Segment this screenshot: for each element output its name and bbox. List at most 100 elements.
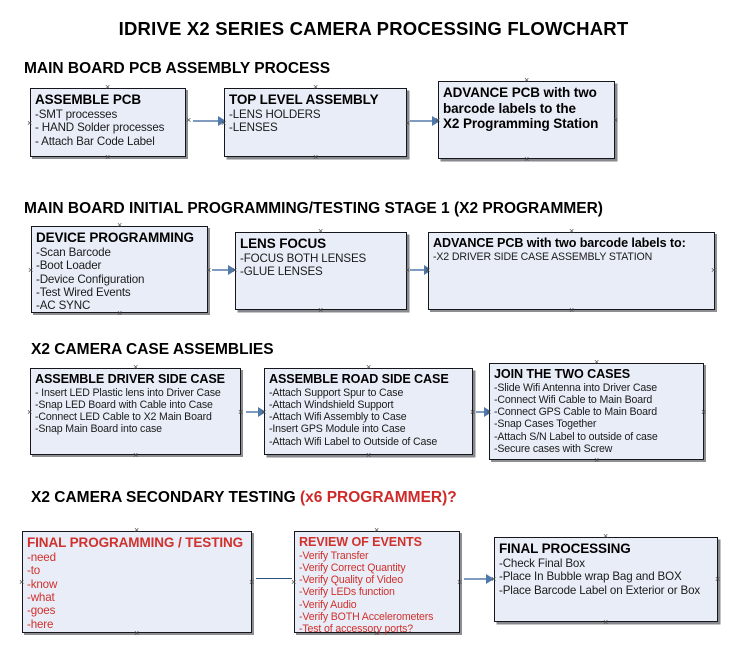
process-box-line: -FOCUS BOTH LENSES [240, 251, 367, 265]
process-box-content: LENS FOCUS -FOCUS BOTH LENSES -GLUE LENS… [236, 233, 406, 279]
selection-handle-x-icon[interactable] [238, 408, 243, 417]
process-box-line: -Attach Wifi Assembly to Case [269, 411, 407, 424]
process-box-title: TOP LEVEL ASSEMBLY [229, 92, 379, 107]
process-box-line: -X2 DRIVER SIDE CASE ASSEMBLY STATION [433, 250, 653, 263]
selection-handle-x-icon[interactable] [374, 526, 379, 535]
process-box-advance-pcb-to-x2-programming-station[interactable]: ADVANCE PCB with two barcode labels to t… [438, 81, 615, 159]
process-box-device-programming[interactable]: DEVICE PROGRAMMING -Scan Barcode -Boot L… [31, 226, 208, 313]
process-box-assemble-road-side-case[interactable]: ASSEMBLE ROAD SIDE CASE -Attach Support … [264, 368, 473, 455]
selection-handle-x-icon[interactable] [232, 266, 237, 275]
selection-handle-x-icon[interactable] [117, 221, 122, 230]
process-box-line: -Snap LED Board with Cable into Case [35, 398, 213, 411]
process-box-line: -Connect LED Cable to X2 Main Board [35, 411, 212, 424]
process-box-line: -Insert GPS Module into Case [269, 423, 406, 436]
connector-road-side-to-join-cases [476, 411, 489, 413]
process-box-join-the-two-cases[interactable]: JOIN THE TWO CASES -Slide Wifi Antenna i… [489, 363, 704, 460]
connector-assemble-pcb-to-top-level-assembly [193, 120, 221, 122]
selection-handle-x-icon[interactable] [291, 578, 296, 587]
process-box-line: -Check Final Box [499, 556, 585, 570]
selection-handle-x-icon[interactable] [491, 575, 496, 584]
selection-handle-x-icon[interactable] [221, 119, 226, 128]
process-box-title-line2: barcode labels to the [443, 100, 576, 116]
selection-handle-x-icon[interactable] [27, 119, 32, 128]
process-box-line-overflow: -Test of accessory ports? [299, 623, 414, 636]
selection-handle-x-icon[interactable] [701, 408, 706, 417]
section-heading-text: MAIN BOARD INITIAL PROGRAMMING/TESTING S… [24, 200, 603, 217]
process-box-line: -Secure cases with Screw [494, 443, 613, 455]
process-box-line: -Verify Transfer [299, 549, 369, 562]
selection-handle-x-icon[interactable] [206, 266, 211, 275]
selection-handle-x-icon[interactable] [133, 363, 138, 372]
process-box-title: LENS FOCUS [240, 236, 327, 251]
process-box-line: -Verify BOTH Accelerometers [299, 611, 434, 623]
process-box-top-level-assembly[interactable]: TOP LEVEL ASSEMBLY -LENS HOLDERS -LENSES [224, 88, 407, 157]
process-box-advance-pcb-to-driver-side-case-assembly[interactable]: ADVANCE PCB with two barcode labels to: … [428, 232, 715, 310]
selection-handle-x-icon[interactable] [261, 408, 266, 417]
process-box-assemble-driver-side-case[interactable]: ASSEMBLE DRIVER SIDE CASE - Insert LED P… [30, 368, 241, 455]
process-box-final-programming-testing[interactable]: FINAL PROGRAMMING / TESTING -need -to -k… [22, 531, 252, 633]
selection-handle-x-icon[interactable] [425, 266, 430, 275]
selection-handle-x-icon[interactable] [134, 629, 139, 638]
selection-handle-x-icon[interactable] [569, 227, 574, 236]
process-box-title: FINAL PROGRAMMING / TESTING [27, 535, 244, 550]
selection-handle-x-icon[interactable] [105, 83, 110, 92]
process-box-content: TOP LEVEL ASSEMBLY -LENS HOLDERS -LENSES [225, 89, 406, 135]
selection-handle-x-icon[interactable] [594, 358, 599, 367]
selection-handle-x-icon[interactable] [594, 456, 599, 465]
selection-handle-x-icon[interactable] [457, 578, 462, 587]
selection-handle-x-icon[interactable] [133, 451, 138, 460]
selection-handle-x-icon[interactable] [313, 153, 318, 162]
selection-handle-x-icon[interactable] [435, 116, 440, 125]
process-box-assemble-pcb[interactable]: ASSEMBLE PCB -SMT processes - HAND Solde… [30, 88, 186, 157]
selection-handle-x-icon[interactable] [613, 116, 618, 125]
process-box-line: -LENS HOLDERS [229, 107, 321, 121]
process-box-content: ASSEMBLE DRIVER SIDE CASE - Insert LED P… [31, 369, 240, 436]
selection-handle-x-icon[interactable] [486, 408, 491, 417]
process-box-line: -Connect Wifi Cable to Main Board [494, 393, 653, 406]
connector-device-programming-to-lens-focus [212, 269, 231, 271]
selection-handle-x-icon[interactable] [603, 532, 608, 541]
selection-handle-x-icon[interactable] [603, 618, 608, 627]
selection-handle-x-icon[interactable] [318, 306, 323, 315]
section-heading-main-board-pcb-assembly-process: MAIN BOARD PCB ASSEMBLY PROCESS [24, 60, 330, 78]
process-box-lens-focus[interactable]: LENS FOCUS -FOCUS BOTH LENSES -GLUE LENS… [235, 232, 407, 310]
process-box-content: FINAL PROGRAMMING / TESTING -need -to -k… [23, 532, 251, 631]
process-box-content: ASSEMBLE ROAD SIDE CASE -Attach Support … [265, 369, 472, 448]
selection-handle-x-icon[interactable] [27, 408, 32, 417]
process-box-line: - Attach Bar Code Label [35, 134, 155, 148]
selection-handle-x-icon[interactable] [711, 266, 716, 275]
process-box-line: - HAND Solder processes [35, 121, 165, 135]
process-box-content: ASSEMBLE PCB -SMT processes - HAND Solde… [31, 89, 185, 148]
selection-handle-x-icon[interactable] [715, 575, 720, 584]
selection-handle-x-icon[interactable] [366, 451, 371, 460]
connector-top-level-assembly-to-advance-pcb [410, 120, 435, 122]
selection-handle-x-icon[interactable] [374, 629, 379, 638]
process-box-review-of-events[interactable]: REVIEW OF EVENTS -Verify Transfer -Verif… [291, 531, 462, 636]
selection-handle-x-icon[interactable] [249, 578, 254, 587]
process-box-final-processing[interactable]: FINAL PROCESSING -Check Final Box -Place… [494, 537, 718, 622]
connector-review-of-events-to-final-processing [464, 578, 491, 580]
connector-final-programming-to-review-of-events [256, 578, 292, 579]
selection-handle-x-icon[interactable] [117, 309, 122, 318]
selection-handle-x-icon[interactable] [318, 227, 323, 236]
process-box-line: -need [27, 550, 56, 564]
selection-handle-x-icon[interactable] [19, 578, 24, 587]
selection-handle-x-icon[interactable] [470, 408, 475, 417]
selection-handle-x-icon[interactable] [28, 266, 33, 275]
process-box-line: -Verify Audio [299, 598, 357, 611]
process-box-line: -here [27, 617, 54, 631]
selection-handle-x-icon[interactable] [134, 526, 139, 535]
selection-handle-x-icon[interactable] [524, 155, 529, 164]
process-box-content: JOIN THE TWO CASES -Slide Wifi Antenna i… [490, 364, 703, 455]
selection-handle-x-icon[interactable] [186, 116, 191, 125]
process-box-line: -what [27, 590, 55, 604]
selection-handle-x-icon[interactable] [313, 83, 318, 92]
page-title: IDRIVE X2 SERIES CAMERA PROCESSING FLOWC… [118, 18, 629, 39]
selection-handle-x-icon[interactable] [366, 363, 371, 372]
selection-handle-x-icon[interactable] [569, 306, 574, 315]
process-box-title: JOIN THE TWO CASES [494, 367, 631, 381]
selection-handle-x-icon[interactable] [105, 153, 110, 162]
section-heading-main-board-initial-programming-testing-stage-1: MAIN BOARD INITIAL PROGRAMMING/TESTING S… [24, 200, 603, 218]
process-box-title: REVIEW OF EVENTS [299, 535, 422, 549]
selection-handle-x-icon[interactable] [524, 76, 529, 85]
